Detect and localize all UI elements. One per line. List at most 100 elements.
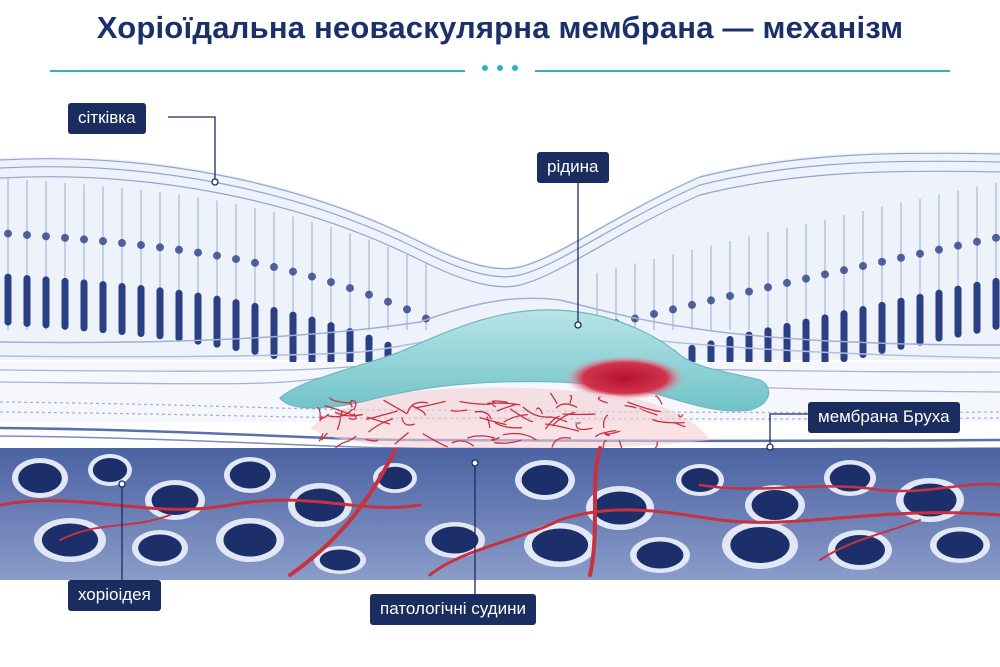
retina-cross-section-illustration xyxy=(0,151,1000,580)
photoreceptor xyxy=(213,200,221,348)
neovessel xyxy=(639,407,658,416)
neovessel xyxy=(406,401,428,414)
photoreceptor xyxy=(118,187,126,335)
choroidal-vessel-lumen xyxy=(586,486,654,530)
neovessel xyxy=(502,432,538,441)
photoreceptor xyxy=(783,227,791,375)
photoreceptor xyxy=(840,215,848,363)
hemorrhage xyxy=(565,356,685,400)
retina-layer xyxy=(0,151,1000,360)
label-fluid: рідина xyxy=(537,152,609,183)
photoreceptor xyxy=(175,194,183,342)
photoreceptor xyxy=(251,207,259,355)
neovessel xyxy=(678,413,684,418)
photoreceptor xyxy=(137,190,145,338)
neovessel xyxy=(422,433,448,448)
choroidal-vessel-lumen xyxy=(896,478,964,522)
neovessel xyxy=(324,404,355,417)
photoreceptor xyxy=(897,202,905,350)
photoreceptor xyxy=(289,216,297,364)
neovessel xyxy=(486,416,491,429)
neovessel xyxy=(459,400,492,405)
neovessel xyxy=(412,405,426,416)
photoreceptor xyxy=(99,186,107,334)
neovessel xyxy=(544,423,580,432)
photoreceptor xyxy=(308,221,316,369)
photoreceptor xyxy=(954,190,962,338)
choroidal-vessel-lumen xyxy=(930,527,990,563)
neovessel xyxy=(320,432,328,441)
photoreceptor xyxy=(42,181,50,330)
neovessel xyxy=(348,413,357,420)
choroidal-vessel-lumen xyxy=(314,546,366,574)
neovessel xyxy=(328,397,352,404)
neovessel xyxy=(318,432,324,442)
photoreceptor xyxy=(80,184,88,332)
choroidal-vessel-lumen xyxy=(132,530,188,566)
photoreceptor xyxy=(327,227,335,375)
neovessel xyxy=(575,424,593,431)
neovessel xyxy=(535,407,544,415)
neovessel xyxy=(627,401,661,413)
label-pathological-vessels: патологічні судини xyxy=(370,594,536,625)
neovessel xyxy=(365,410,398,421)
choroidal-vessel-lumen xyxy=(676,464,724,496)
neovessel xyxy=(414,400,446,409)
photoreceptor xyxy=(61,182,69,330)
title-divider-dots xyxy=(480,65,520,75)
page-title: Хоріоїдальна неоваскулярна мембрана — ме… xyxy=(96,10,904,45)
neovessel xyxy=(479,416,507,426)
neovessel xyxy=(555,403,578,409)
neovessel xyxy=(544,415,560,430)
neovessel xyxy=(349,435,357,441)
neovessel xyxy=(651,418,685,424)
neovessel xyxy=(551,437,572,448)
artery xyxy=(288,448,397,577)
choroidal-vessel-lumen xyxy=(524,523,596,567)
choroidal-vessel-lumen xyxy=(288,483,352,527)
neovessel xyxy=(366,416,391,425)
neovessel xyxy=(401,417,415,426)
neovessel xyxy=(597,396,608,404)
neovessel xyxy=(624,404,637,409)
photoreceptor xyxy=(4,178,12,330)
neovessel xyxy=(451,440,475,447)
label-retina: сітківка xyxy=(68,103,146,134)
artery xyxy=(588,446,602,577)
choroidal-vessel-lumen xyxy=(630,537,690,573)
choroidal-arteries xyxy=(0,446,1000,577)
photoreceptor xyxy=(859,210,867,358)
neovessel xyxy=(522,406,552,418)
neovessel xyxy=(326,408,354,418)
artery xyxy=(59,514,171,541)
inner-retina-lines xyxy=(0,152,1000,288)
neovessel xyxy=(350,399,353,408)
photoreceptor xyxy=(878,206,886,354)
choroidal-vessel-lumen xyxy=(828,530,892,570)
neovessel xyxy=(467,435,496,439)
choroidal-vessel-lumen xyxy=(34,518,106,562)
neovessel xyxy=(491,436,500,441)
neovessel xyxy=(503,413,528,423)
neovessel xyxy=(603,430,621,435)
neovessel xyxy=(487,402,521,406)
neovessel xyxy=(496,403,517,412)
artery xyxy=(698,482,1000,493)
photoreceptor xyxy=(992,182,1000,330)
neovessel xyxy=(594,429,617,438)
label-bruch-membrane: мембрана Бруха xyxy=(808,402,960,433)
artery xyxy=(819,519,921,561)
artery xyxy=(0,498,422,511)
neovessel xyxy=(334,411,363,417)
choroidal-vessel-lumen xyxy=(12,458,68,498)
choroidal-vessel-lumen xyxy=(515,460,575,500)
neovessel xyxy=(474,410,492,420)
neovessel xyxy=(569,395,573,404)
photoreceptor xyxy=(935,194,943,342)
neovessel xyxy=(316,406,321,422)
neovessel xyxy=(509,408,534,423)
choroidal-vessels xyxy=(12,454,990,574)
neovascular-network xyxy=(316,392,686,455)
neovessel xyxy=(320,413,330,420)
choroidal-vessel-lumen xyxy=(224,457,276,493)
